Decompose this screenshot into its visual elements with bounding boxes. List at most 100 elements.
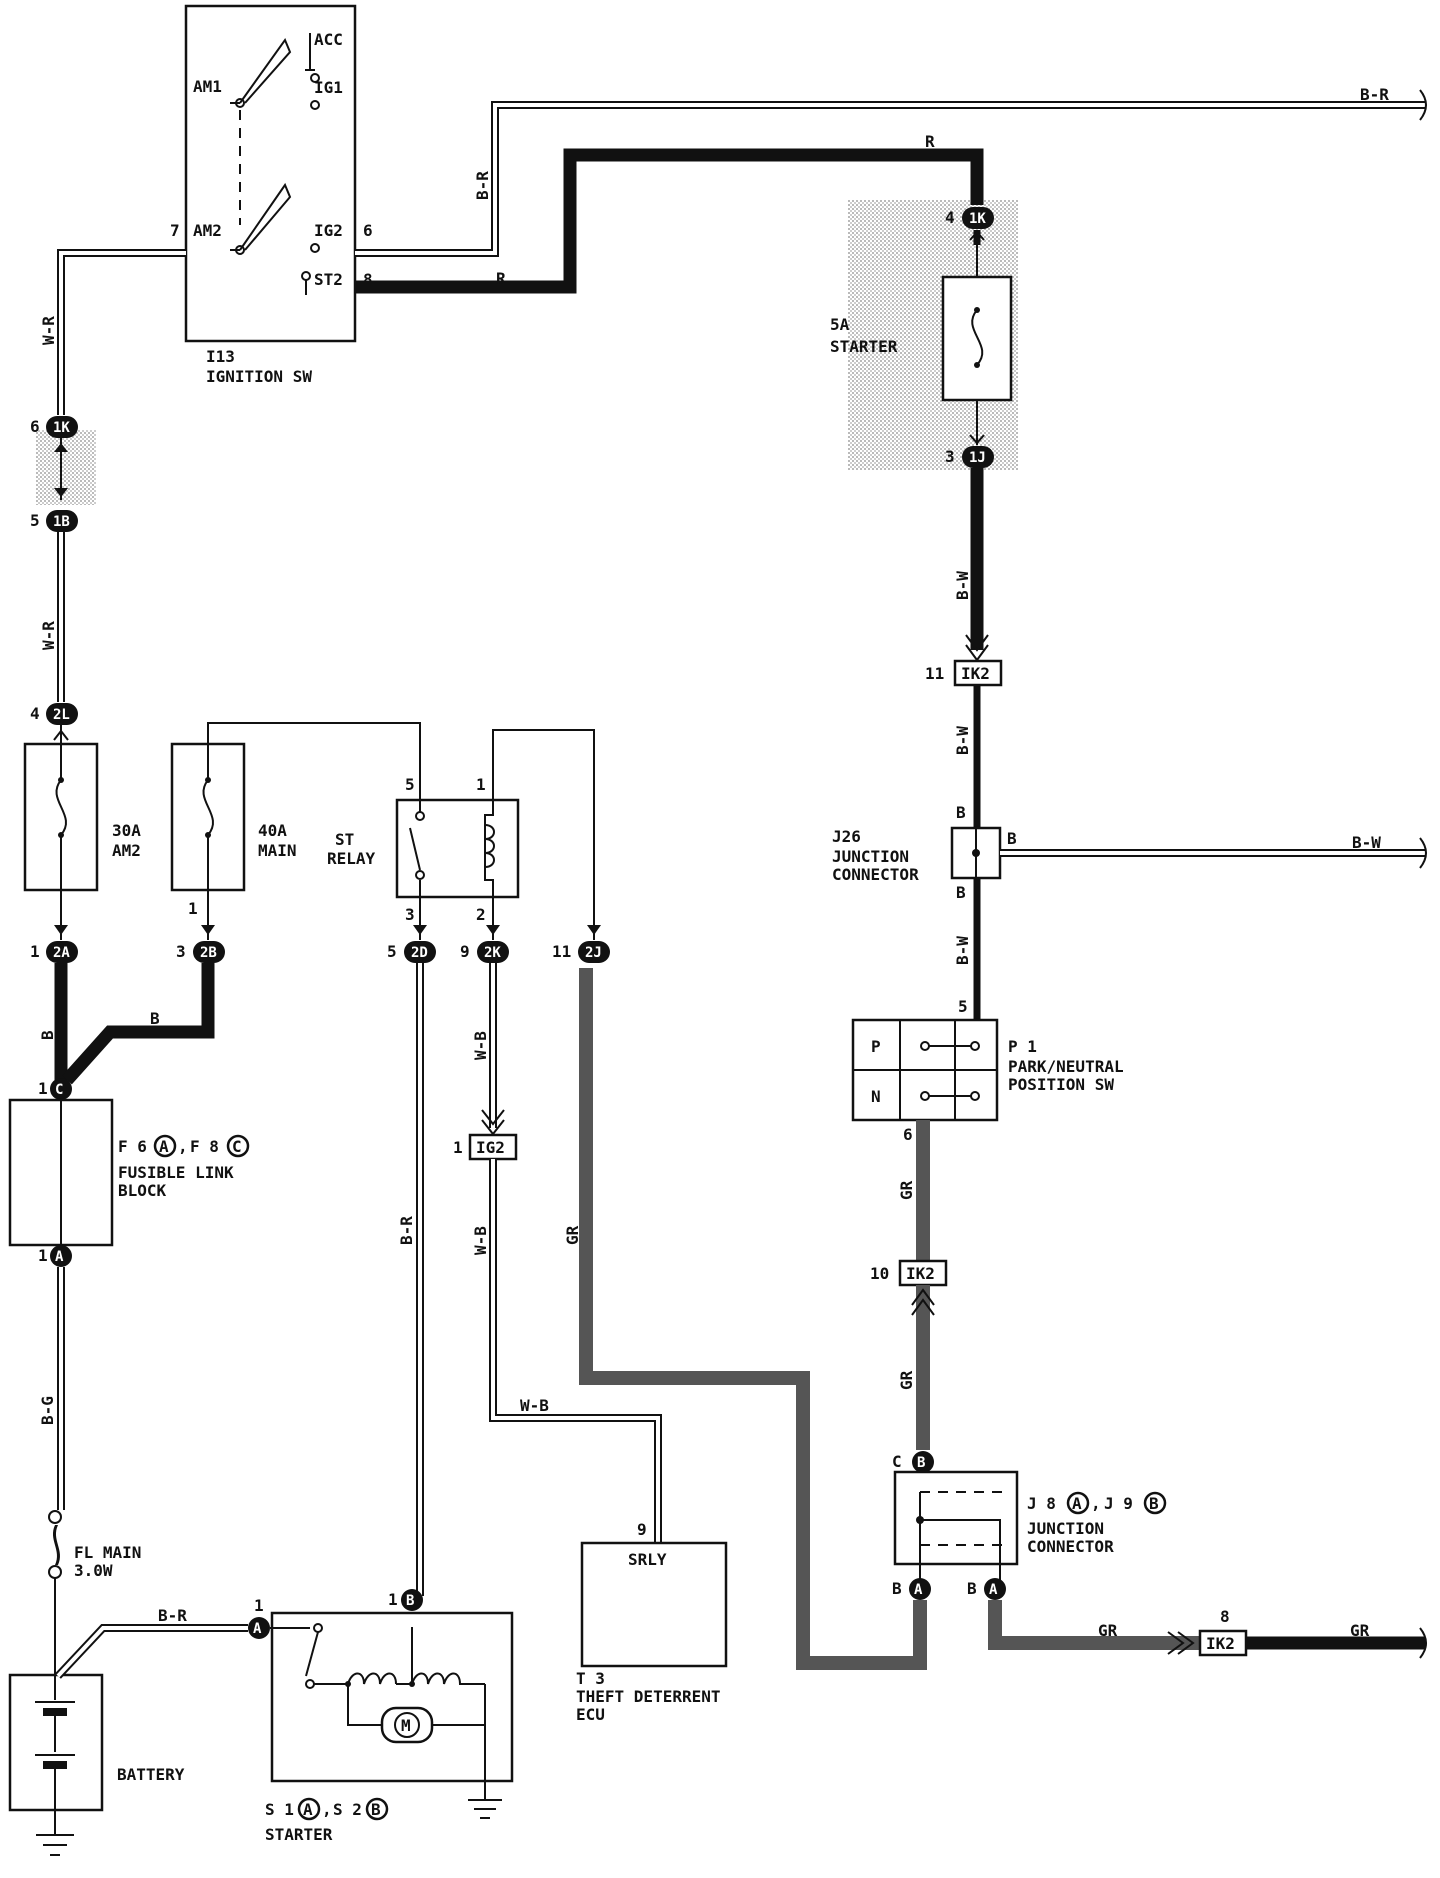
battery-name: BATTERY xyxy=(117,1765,185,1784)
wire-b-r-starter: B-R B 1 xyxy=(388,963,424,1611)
junction-connector-j26: B B B J26 JUNCTION CONNECTOR B-W xyxy=(832,803,1427,902)
left-connector-shade xyxy=(36,430,96,505)
flb-name-line1: FUSIBLE LINK xyxy=(118,1163,234,1182)
fl-main: FL MAIN 3.0W xyxy=(48,1510,141,1675)
acc-terminal-label: ACC xyxy=(314,30,343,49)
starter-ref-b: B xyxy=(371,1800,381,1819)
fuse-main-rating: 40A xyxy=(258,821,287,840)
flb-sep: , xyxy=(178,1137,188,1156)
flb-name-line2: BLOCK xyxy=(118,1181,167,1200)
theft-deterrent-ecu: 9 SRLY T 3 THEFT DETERRENT ECU xyxy=(576,1520,728,1724)
connector-2d-pin: 5 xyxy=(387,942,397,961)
ig2-terminal-label: IG2 xyxy=(314,221,343,240)
st-relay-name-line1: ST xyxy=(335,830,354,849)
pin-am2: 7 xyxy=(170,221,180,240)
starter-id-s2: S 2 xyxy=(333,1800,362,1819)
wire-label-wb-3: W-B xyxy=(520,1396,549,1415)
wire-b-g: B-G xyxy=(38,1267,65,1510)
connector-j8-ba2-label: A xyxy=(989,1582,998,1598)
theft-ecu-name-line2: ECU xyxy=(576,1705,605,1724)
wire-b-r-top: B-R B-R xyxy=(355,85,1427,257)
pin-st2: 8 xyxy=(363,270,373,289)
fl-main-rating: 3.0W xyxy=(74,1561,113,1580)
connector-ik2-11-pin: 11 xyxy=(925,664,944,683)
am2-terminal-label: AM2 xyxy=(193,221,222,240)
wire-gr-ik2-8: GR IK2 8 GR xyxy=(988,1600,1427,1659)
st-relay-name-line2: RELAY xyxy=(327,849,376,868)
pn-pos-n: N xyxy=(871,1087,881,1106)
connector-1j: 1J 3 xyxy=(945,446,994,468)
wire-w-r-upper: W-R xyxy=(39,249,186,415)
connector-j8-cb-label: B xyxy=(917,1455,925,1471)
connector-j8-cb: B C xyxy=(892,1451,934,1473)
wire-label-gr-1: GR xyxy=(897,1180,916,1200)
flb-conn-c-pin: 1 xyxy=(38,1079,48,1098)
flb-conn-c-label: C xyxy=(55,1082,63,1098)
wire-label-r-top: R xyxy=(925,132,935,151)
connector-2d: 2D 5 xyxy=(387,941,436,963)
wire-gr-2j: GR xyxy=(563,968,927,1670)
fl-main-name: FL MAIN xyxy=(74,1543,141,1562)
j8-sep: , xyxy=(1091,1494,1101,1513)
j8-name-line1: JUNCTION xyxy=(1027,1519,1104,1538)
st-relay-pin-1: 1 xyxy=(476,775,486,794)
connector-2a-label: 2A xyxy=(53,945,70,961)
fuse-main: 2 40A MAIN 1 xyxy=(170,722,421,940)
connector-ik2-11-label: IK2 xyxy=(961,664,990,683)
connector-2b: 2B 3 xyxy=(176,941,225,963)
wire-label-br-top: B-R xyxy=(1360,85,1389,104)
connector-2d-label: 2D xyxy=(411,945,428,961)
wire-label-br-vert: B-R xyxy=(473,171,492,200)
pin-ig2: 6 xyxy=(363,221,373,240)
connector-1j-pin: 3 xyxy=(945,447,955,466)
park-neutral-switch: P N 5 6 P 1 PARK/NEUTRAL POSITION SW xyxy=(851,997,1124,1144)
connector-1b-pin: 5 xyxy=(30,511,40,530)
starter-fuse-rating: 5A xyxy=(830,315,850,334)
fuse-main-pin-bottom: 1 xyxy=(188,899,198,918)
starter-conn-a-pin: 1 xyxy=(254,1596,264,1615)
connector-ik2-8-label: IK2 xyxy=(1206,1634,1235,1653)
connector-j8-ba1-label: A xyxy=(914,1582,923,1598)
pn-pin-top: 5 xyxy=(958,997,968,1016)
connector-ik2-10-pin: 10 xyxy=(870,1264,889,1283)
fusible-link-block: C 1 A 1 F 6 A , F 8 C FUSIBLE LINK BLOCK xyxy=(8,1078,250,1267)
wire-label-b-left: B xyxy=(38,1030,57,1040)
wire-label-wb-2: W-B xyxy=(471,1226,490,1255)
st-relay: 5 1 3 2 ST RELAY xyxy=(327,729,601,940)
fuse-am2: 30A AM2 xyxy=(23,725,141,940)
st-relay-pin-2: 2 xyxy=(476,905,486,924)
fuse-am2-name: AM2 xyxy=(112,841,141,860)
connector-2j-pin: 11 xyxy=(552,942,571,961)
connector-1k-left-label: 1K xyxy=(53,420,70,436)
connector-1k-top: 1K 4 xyxy=(945,207,994,229)
ig1-terminal-label: IG1 xyxy=(314,78,343,97)
wire-w-r-lower: W-R xyxy=(39,532,65,702)
j9-ref-b: B xyxy=(1149,1494,1159,1513)
pn-pin-bottom: 6 xyxy=(903,1125,913,1144)
wire-b-w-mid: B-W xyxy=(953,685,981,828)
flb-id-f8: F 8 xyxy=(190,1137,219,1156)
connector-1k-left: 1K 6 xyxy=(30,416,78,438)
j8-name-line2: CONNECTOR xyxy=(1027,1537,1114,1556)
theft-ecu-id: T 3 xyxy=(576,1669,605,1688)
pn-name-line1: PARK/NEUTRAL xyxy=(1008,1057,1124,1076)
j26-name-line1: JUNCTION xyxy=(832,847,909,866)
wire-label-gr-4: GR xyxy=(1098,1621,1118,1640)
connector-ik2-11: IK2 11 xyxy=(925,659,1003,687)
starter: A 1 M S 1 A , S 2 B STARTER xyxy=(248,1596,514,1844)
connector-2k-label: 2K xyxy=(484,945,501,961)
connector-j8-ba1: A B xyxy=(892,1578,931,1600)
wire-b-w-upper: B-W xyxy=(953,468,989,662)
wire-label-br-batt: B-R xyxy=(158,1606,187,1625)
connector-2l-pin: 4 xyxy=(30,704,40,723)
wire-label-wr-upper: W-R xyxy=(39,316,58,345)
wire-label-bw-1: B-W xyxy=(953,571,972,600)
connector-1k-left-pin: 6 xyxy=(30,417,40,436)
connector-1b: 1B 5 xyxy=(30,510,78,532)
starter-conn-b-pin: 1 xyxy=(388,1590,398,1609)
connector-arrows-left xyxy=(54,438,68,500)
junction-connector-j8 xyxy=(893,1470,1019,1580)
connector-1b-label: 1B xyxy=(53,514,70,530)
starter-fuse: 5A STARTER xyxy=(830,230,1013,445)
